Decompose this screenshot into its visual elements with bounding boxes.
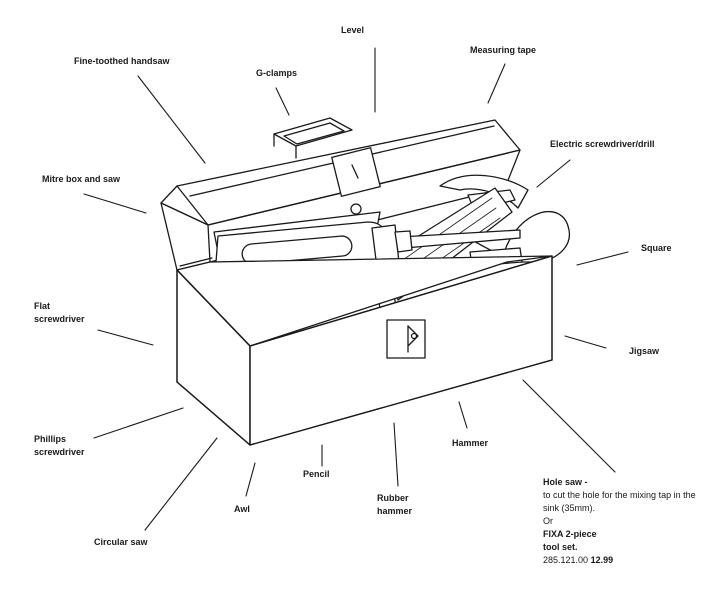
leader-hole-saw <box>522 379 616 473</box>
label-g-clamps: G-clamps <box>256 68 298 78</box>
fixa-price: 12.99 <box>590 555 614 565</box>
leader-electric-drill <box>536 159 571 188</box>
hole-saw-title: Hole saw - <box>543 477 588 487</box>
lid-latch <box>331 147 381 215</box>
leader-awl <box>245 462 256 497</box>
leader-flat-screwdriver <box>97 329 154 346</box>
fixa-product-name-line1: FIXA 2-piece <box>543 529 597 539</box>
leader-mitre-box <box>83 193 147 214</box>
leader-hammer <box>458 401 468 429</box>
hole-saw-info: Hole saw - to cut the hole for the mixin… <box>543 476 703 567</box>
label-measuring-tape: Measuring tape <box>470 45 537 55</box>
label-phillips-line2: screwdriver <box>34 447 85 457</box>
hole-saw-description: to cut the hole for the mixing tap in th… <box>543 490 696 513</box>
label-awl: Awl <box>234 504 250 514</box>
label-flat-screwdriver: Flat screwdriver <box>34 300 85 326</box>
label-rubber-hammer-line1: Rubber <box>377 493 409 503</box>
leader-measuring-tape <box>487 63 506 104</box>
label-electric-screwdriver-drill: Electric screwdriver/drill <box>550 139 655 149</box>
leader-circular-saw <box>144 437 218 531</box>
label-pencil: Pencil <box>303 469 330 479</box>
leader-lines <box>83 47 629 531</box>
leader-jigsaw <box>564 335 607 349</box>
label-flat-screwdriver-line2: screwdriver <box>34 314 85 324</box>
front-lock <box>386 319 426 359</box>
fixa-article-number: 285.121.00 <box>543 555 589 565</box>
label-fine-toothed-handsaw: Fine-toothed handsaw <box>74 56 170 66</box>
label-square: Square <box>641 243 672 253</box>
label-rubber-hammer-line2: hammer <box>377 506 413 516</box>
label-flat-screwdriver-line1: Flat <box>34 301 51 311</box>
lid-handle <box>273 117 353 159</box>
fixa-product-name-line2: tool set. <box>543 542 578 552</box>
fixa-price-line: 285.121.00 12.99 <box>543 554 703 567</box>
label-mitre-box-and-saw: Mitre box and saw <box>42 174 121 184</box>
label-hammer: Hammer <box>452 438 489 448</box>
label-circular-saw: Circular saw <box>94 537 148 547</box>
label-rubber-hammer: Rubber hammer <box>377 492 412 518</box>
leader-phillips <box>93 407 184 439</box>
hole-saw-or: Or <box>543 516 553 526</box>
label-level: Level <box>341 25 365 35</box>
label-phillips-line1: Phillips <box>34 434 67 444</box>
label-phillips-screwdriver: Phillips screwdriver <box>34 433 85 459</box>
leader-rubber-hammer <box>393 422 399 487</box>
leader-fine-handsaw <box>137 75 206 164</box>
toolbox-body <box>176 255 553 446</box>
label-jigsaw: Jigsaw <box>629 346 660 356</box>
leader-g-clamps <box>275 87 290 116</box>
leader-square <box>576 251 629 266</box>
